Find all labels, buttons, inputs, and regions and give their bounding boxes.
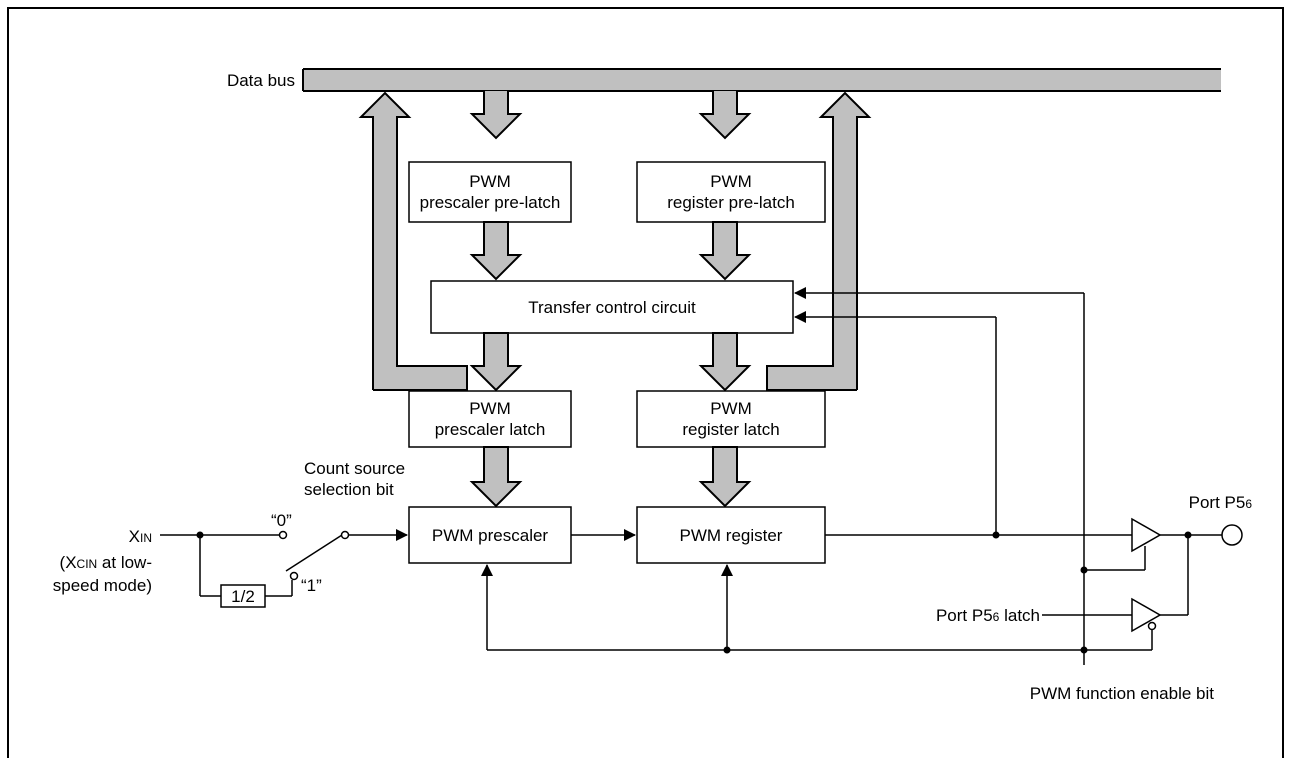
xin-label: XIN: [129, 527, 152, 546]
selection-switch: [285, 534, 343, 572]
count-source-line1: Count source: [304, 459, 405, 478]
divide-by-two-label: 1/2: [231, 587, 255, 606]
register-latch-readback-arrow: [766, 91, 872, 391]
data-bus: [302, 68, 1221, 92]
select-0-label: “0”: [271, 511, 292, 530]
junction-dot: [1080, 566, 1088, 574]
pwm-prescaler-box: [408, 506, 572, 564]
port-p56-label: Port P56: [1189, 493, 1253, 512]
junction-dot: [992, 531, 1000, 539]
pwm-prescaler-latch-box: [408, 390, 572, 448]
pwm-prescaler-pre-latch-box: [408, 161, 572, 223]
latch-to-prescaler-arrow: [469, 446, 523, 508]
pwm-enable-bit-label: PWM function enable bit: [1030, 684, 1215, 703]
port-latch-label: Port P56 latch: [936, 606, 1040, 625]
transfer-control-circuit-label: Transfer control circuit: [528, 298, 696, 317]
pwm-register-label: PWM register: [680, 526, 783, 545]
pwm-register-box: [636, 506, 826, 564]
figure-frame: [7, 7, 1284, 758]
count-source-line2: selection bit: [304, 480, 394, 499]
select-1-label: “1”: [301, 576, 322, 595]
xcin-label: (XCIN at low-: [60, 553, 152, 572]
pwm-register-pre-latch-box: [636, 161, 826, 223]
divide-by-two-box: [220, 584, 266, 608]
pwm-prescaler-label: PWM prescaler: [432, 526, 549, 545]
prescaler-prelatch-to-latch-arrow: [469, 221, 523, 281]
transfer-to-register-latch-arrow: [698, 332, 752, 392]
output-buffer-1: [1131, 517, 1162, 553]
speed-mode-label: speed mode): [53, 576, 152, 595]
transfer-to-prescaler-latch-arrow: [469, 332, 523, 392]
bus-to-register-prelatch-arrow: [698, 91, 752, 140]
prescaler-pre-latch-line2: prescaler pre-latch: [420, 193, 561, 212]
transfer-control-circuit-box: [430, 280, 794, 334]
latch-to-register-arrow: [698, 446, 752, 508]
switch-common-terminal: [340, 530, 350, 540]
prescaler-latch-line1: PWM: [469, 399, 511, 418]
prescaler-pre-latch-line1: PWM: [469, 172, 511, 191]
switch-terminal-1: [289, 571, 299, 581]
register-pre-latch-line2: register pre-latch: [667, 193, 795, 212]
switch-terminal-0: [278, 530, 288, 540]
port-p56-terminal: [1221, 524, 1243, 546]
pwm-register-latch-box: [636, 390, 826, 448]
inverting-bubble: [1147, 621, 1157, 631]
register-prelatch-to-latch-arrow: [698, 221, 752, 281]
junction-dot: [196, 531, 204, 539]
data-bus-label: Data bus: [227, 71, 295, 90]
prescaler-latch-line2: prescaler latch: [435, 420, 546, 439]
junction-dot: [1080, 646, 1088, 654]
bus-to-prescaler-prelatch-arrow: [469, 91, 523, 140]
output-buffer-2: [1131, 597, 1162, 633]
register-pre-latch-line1: PWM: [710, 172, 752, 191]
register-latch-line2: register latch: [682, 420, 779, 439]
junction-dot: [1184, 531, 1192, 539]
prescaler-latch-readback-arrow: [358, 91, 468, 391]
register-latch-line1: PWM: [710, 399, 752, 418]
junction-dot: [723, 646, 731, 654]
